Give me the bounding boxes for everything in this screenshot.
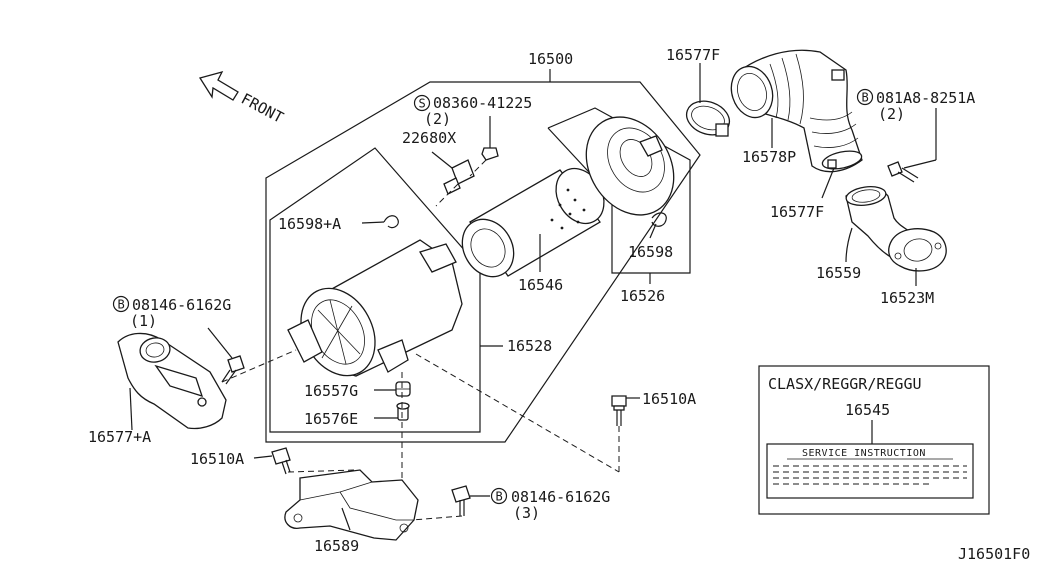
service-sheet-title: SERVICE INSTRUCTION — [802, 448, 926, 459]
marker-b-icon-08146-1: B — [112, 295, 130, 313]
label-bolt-081A8-qty: (2) — [878, 105, 905, 123]
clip-16598 — [649, 212, 667, 239]
label-bolt-08146-3-qty: (3) — [513, 504, 540, 522]
label-bolt-08146-3: 08146-6162G — [511, 488, 610, 506]
filter-element-16546 — [461, 167, 605, 278]
svg-text:B: B — [118, 298, 125, 312]
clip-16598A — [361, 215, 399, 229]
label-bolt-081A8: 081A8-8251A — [876, 89, 975, 107]
clamp-16577F-mid — [821, 150, 863, 170]
bolt-081A8 — [887, 161, 919, 183]
collar-16576E — [396, 402, 410, 421]
front-label: FRONT — [238, 90, 286, 127]
grommet-16557G — [395, 381, 411, 397]
label-16523M: 16523M — [880, 289, 934, 307]
label-16510A-right: 16510A — [642, 390, 696, 408]
label-16598: 16598 — [628, 243, 673, 261]
label-22680X: 22680X — [402, 129, 456, 147]
label-screw-08360-qty: (2) — [424, 110, 451, 128]
label-16576E: 16576E — [304, 410, 358, 428]
intake-16577A — [117, 332, 227, 430]
duct-16578P — [730, 49, 863, 173]
marker-b-icon-081A8: B — [856, 88, 874, 106]
air-cleaner-body-16528 — [287, 239, 463, 377]
label-16598A: 16598+A — [278, 215, 341, 233]
bolt-16510A-right — [611, 395, 627, 426]
gasket-16523M — [888, 228, 947, 272]
label-16510A-left: 16510A — [190, 450, 244, 468]
note-box-part-no: 16545 — [845, 401, 890, 419]
label-16559: 16559 — [816, 264, 861, 282]
note-box-codes: CLASX/REGGR/REGGU — [768, 375, 922, 393]
cover-16526 — [585, 116, 675, 216]
label-16557G: 16557G — [304, 382, 358, 400]
label-16578P: 16578P — [742, 148, 796, 166]
svg-text:B: B — [496, 490, 503, 504]
svg-text:B: B — [862, 91, 869, 105]
svg-text:S: S — [419, 97, 426, 111]
label-16526: 16526 — [620, 287, 665, 305]
clamp-16577F-top — [685, 100, 731, 137]
bracket-16589 — [284, 469, 419, 541]
bolt-08146-1 — [221, 355, 245, 385]
label-16577A: 16577+A — [88, 428, 151, 446]
label-16528: 16528 — [507, 337, 552, 355]
service-instruction-box: CLASX/REGGR/REGGU 16545 SERVICE INSTRUCT… — [758, 365, 990, 515]
screw-08360 — [481, 116, 499, 161]
bolt-08146-3 — [451, 485, 471, 516]
label-bolt-08146-1-qty: (1) — [130, 312, 157, 330]
sensor-22680X — [431, 151, 475, 195]
label-16500: 16500 — [528, 50, 573, 68]
label-bolt-08146-1: 08146-6162G — [132, 296, 231, 314]
label-16589: 16589 — [314, 537, 359, 555]
marker-s-icon: S — [413, 94, 431, 112]
label-screw-08360: 08360-41225 — [433, 94, 532, 112]
diagram-id: J16501F0 — [958, 545, 1030, 563]
marker-b-icon-08146-3: B — [490, 487, 508, 505]
label-16577F-top: 16577F — [666, 46, 720, 64]
label-16577F-mid: 16577F — [770, 203, 824, 221]
front-arrow-icon — [198, 70, 239, 101]
label-16546: 16546 — [518, 276, 563, 294]
bolt-16510A-left — [271, 447, 291, 475]
